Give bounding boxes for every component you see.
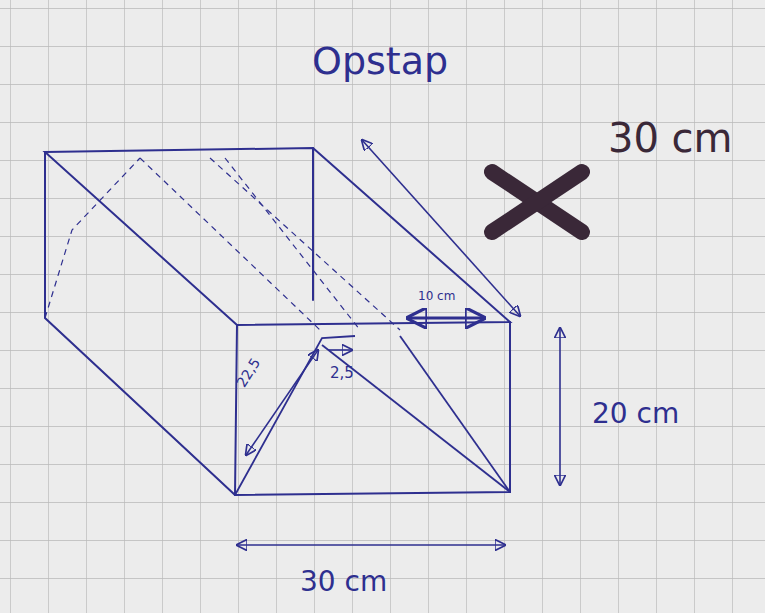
cross-out-mark (492, 172, 582, 232)
dimension-label: 10 cm (418, 290, 455, 302)
dimension-label: 2,5 (330, 366, 354, 381)
dimension-lines (237, 140, 560, 545)
inner-ramp (235, 336, 510, 495)
sketch-title: Opstap (312, 42, 448, 80)
dimension-label: 30 cm (608, 118, 733, 158)
dimension-label: 30 cm (300, 568, 387, 596)
hidden-lines (45, 158, 400, 330)
dimension-label: 20 cm (592, 400, 679, 428)
prism-outline (45, 148, 510, 495)
